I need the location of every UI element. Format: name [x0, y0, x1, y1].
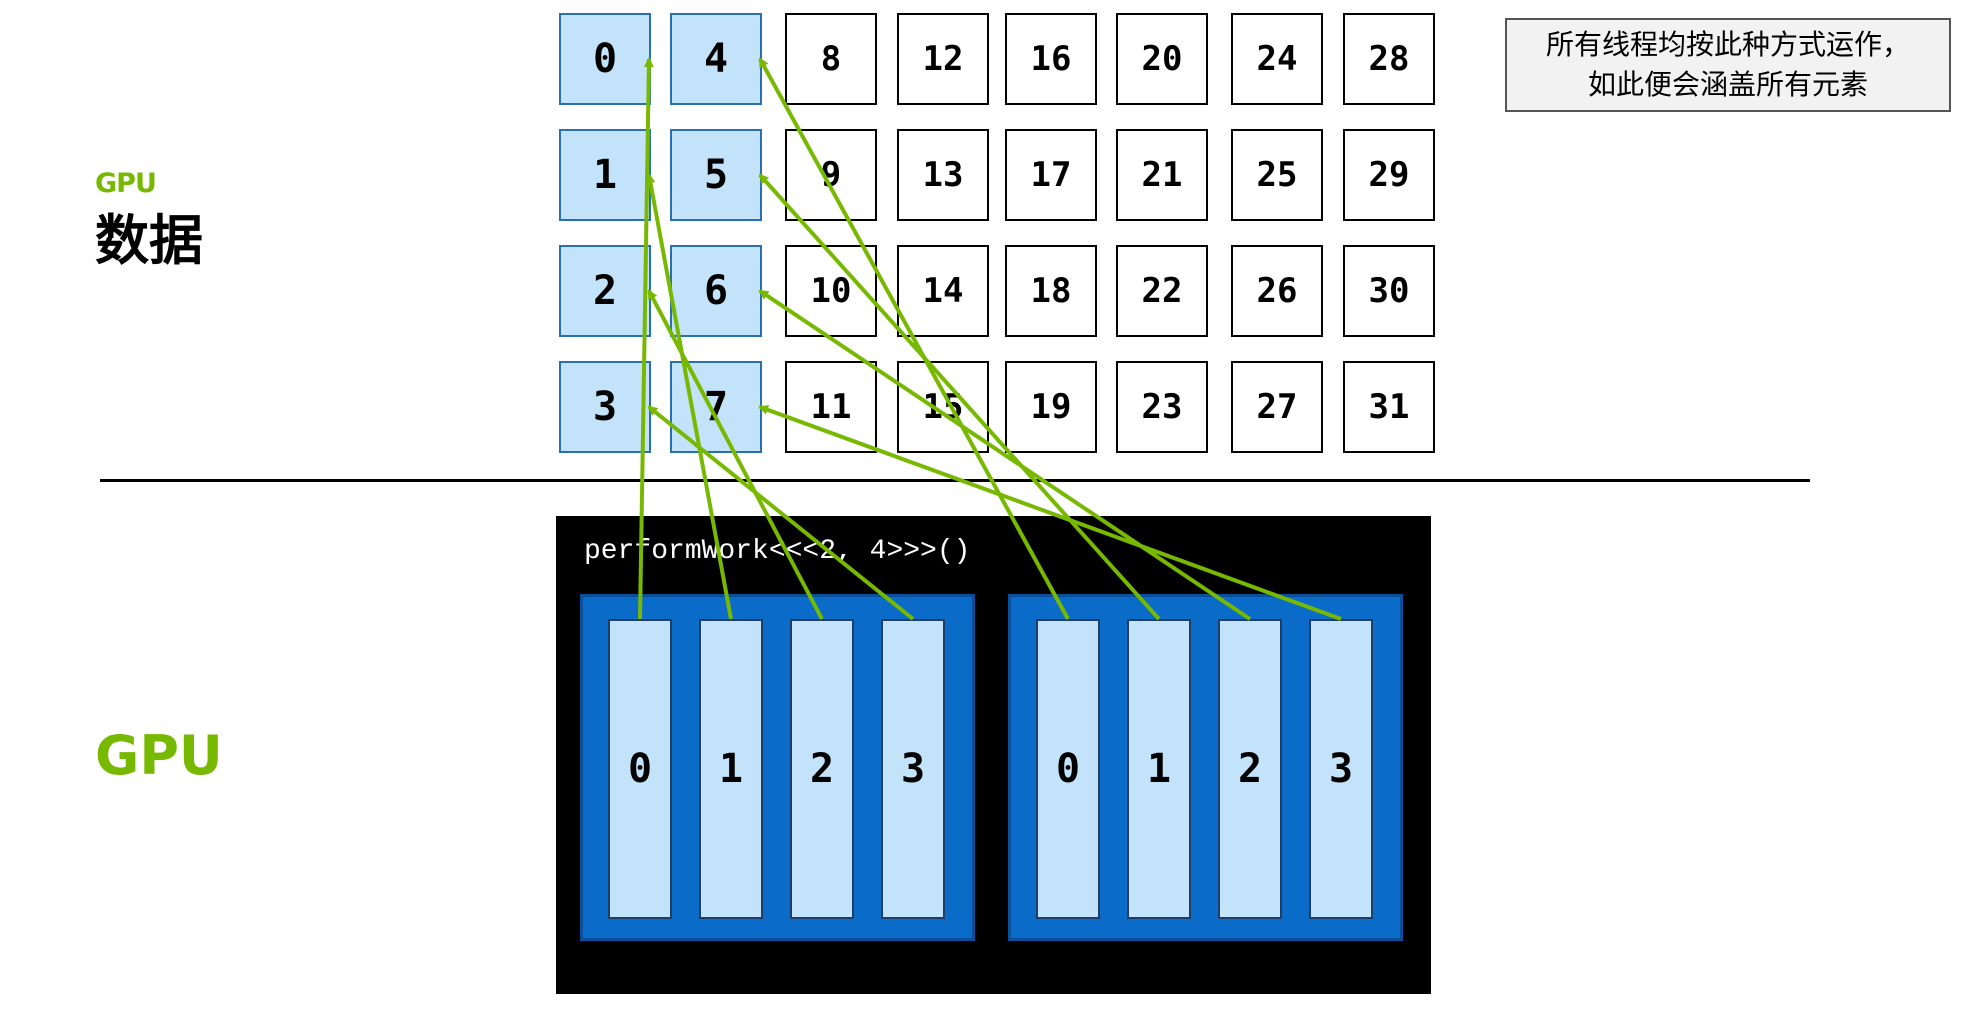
grid-cell-7: 7	[670, 361, 762, 453]
note-line-2: 如此便会涵盖所有元素	[1587, 68, 1868, 101]
grid-cell-18: 18	[1005, 245, 1097, 337]
grid-cell-16: 16	[1005, 13, 1097, 105]
thread-b1-t0: 0	[1036, 619, 1100, 919]
grid-cell-2: 2	[559, 245, 651, 337]
gpu-title: GPU	[95, 724, 223, 787]
grid-cell-12: 12	[897, 13, 989, 105]
note-line-1: 所有线程均按此种方式运作，	[1545, 28, 1910, 61]
grid-cell-29: 29	[1343, 129, 1435, 221]
grid-cell-1: 1	[559, 129, 651, 221]
grid-cell-24: 24	[1231, 13, 1323, 105]
grid-cell-19: 19	[1005, 361, 1097, 453]
grid-cell-27: 27	[1231, 361, 1323, 453]
block-0: 0 1 2 3	[580, 594, 975, 941]
grid-cell-14: 14	[897, 245, 989, 337]
note-box: 所有线程均按此种方式运作， 如此便会涵盖所有元素	[1505, 18, 1951, 112]
grid-cell-17: 17	[1005, 129, 1097, 221]
grid-cell-31: 31	[1343, 361, 1435, 453]
gpu-data-sublabel: GPU	[95, 168, 157, 199]
grid-cell-4: 4	[670, 13, 762, 105]
grid-cell-9: 9	[785, 129, 877, 221]
grid-cell-20: 20	[1116, 13, 1208, 105]
grid-cell-30: 30	[1343, 245, 1435, 337]
thread-b1-t1: 1	[1127, 619, 1191, 919]
grid-cell-11: 11	[785, 361, 877, 453]
grid-cell-26: 26	[1231, 245, 1323, 337]
grid-cell-23: 23	[1116, 361, 1208, 453]
grid-cell-21: 21	[1116, 129, 1208, 221]
grid-cell-25: 25	[1231, 129, 1323, 221]
gpu-panel: performWork<<<2, 4>>>() 0 1 2 3 0 1 2 3	[556, 516, 1431, 994]
grid-cell-6: 6	[670, 245, 762, 337]
grid-cell-15: 15	[897, 361, 989, 453]
gpu-data-title: 数据	[95, 209, 203, 272]
thread-b0-t1: 1	[699, 619, 763, 919]
thread-b1-t2: 2	[1218, 619, 1282, 919]
grid-cell-5: 5	[670, 129, 762, 221]
thread-b0-t3: 3	[881, 619, 945, 919]
grid-cell-8: 8	[785, 13, 877, 105]
thread-b1-t3: 3	[1309, 619, 1373, 919]
grid-cell-13: 13	[897, 129, 989, 221]
grid-cell-28: 28	[1343, 13, 1435, 105]
kernel-call-text: performWork<<<2, 4>>>()	[584, 536, 971, 567]
block-1: 0 1 2 3	[1008, 594, 1403, 941]
grid-cell-3: 3	[559, 361, 651, 453]
grid-cell-22: 22	[1116, 245, 1208, 337]
grid-cell-0: 0	[559, 13, 651, 105]
thread-b0-t2: 2	[790, 619, 854, 919]
grid-cell-10: 10	[785, 245, 877, 337]
thread-b0-t0: 0	[608, 619, 672, 919]
divider	[100, 479, 1810, 482]
